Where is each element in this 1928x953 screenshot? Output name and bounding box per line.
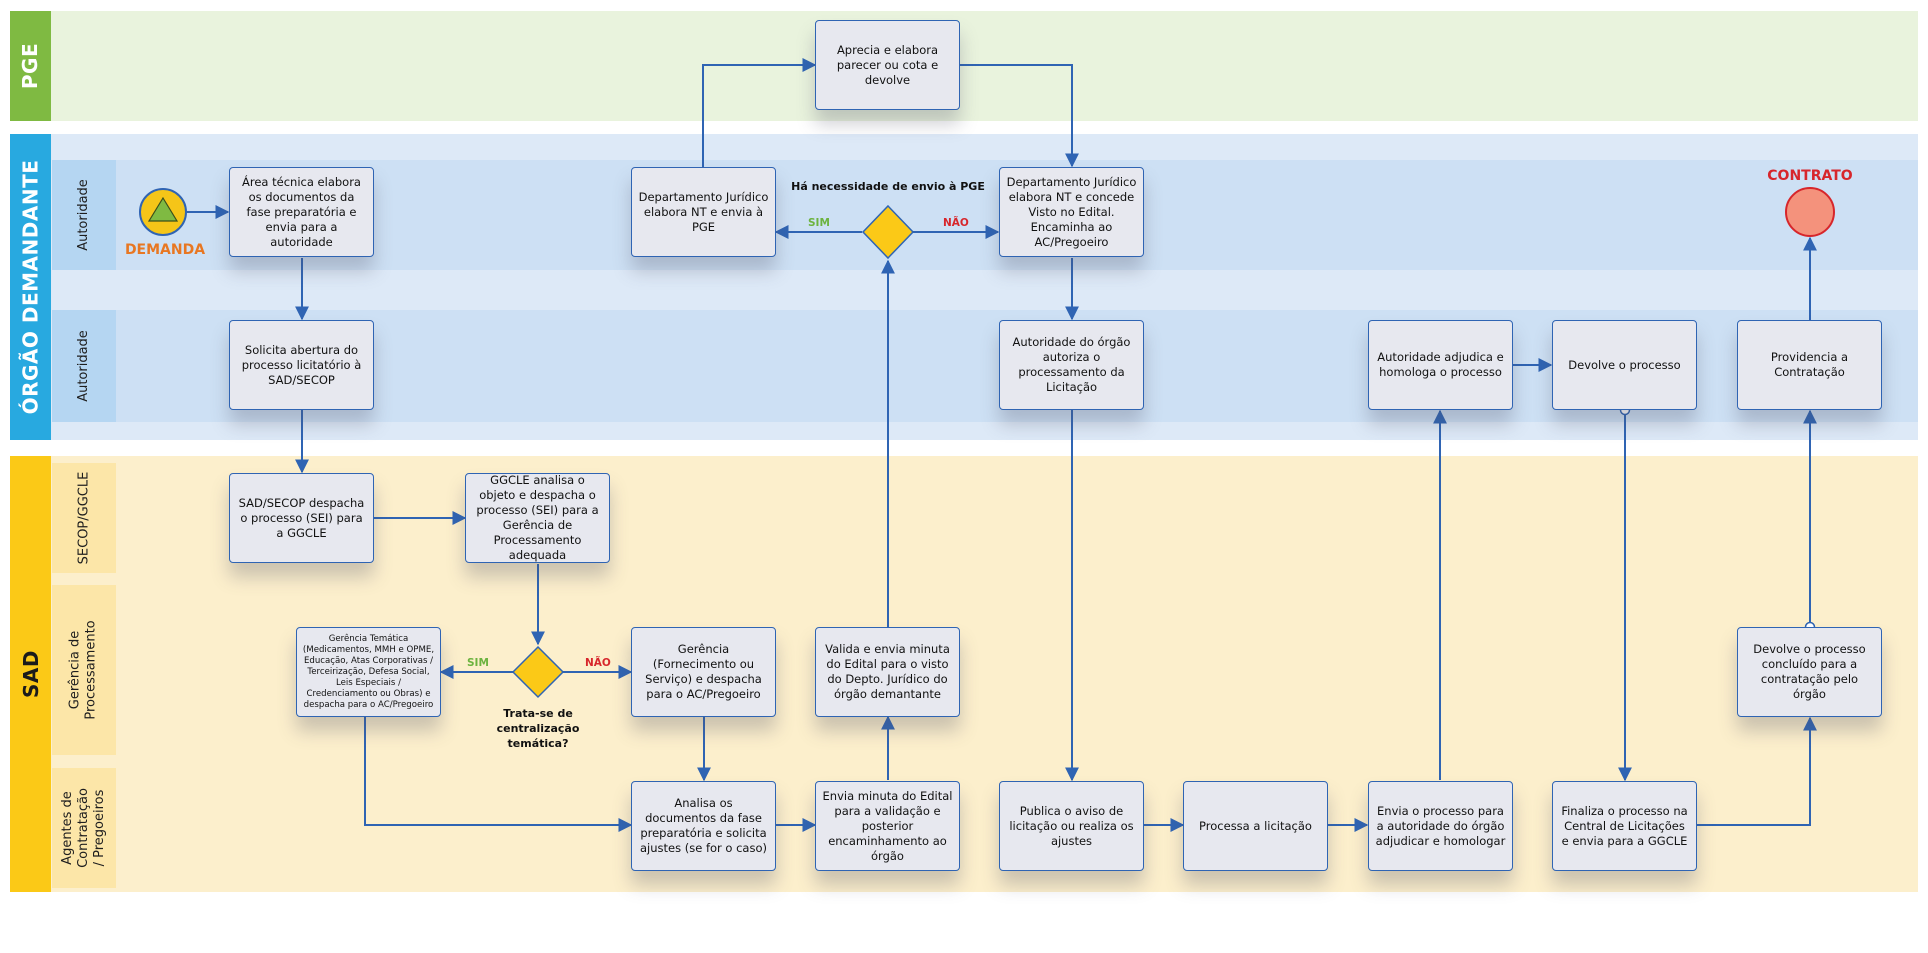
gateway-pge <box>861 204 915 260</box>
task-label: Departamento Jurídico elabora NT e conce… <box>1006 174 1137 249</box>
task-label: Gerência (Fornecimento ou Serviço) e des… <box>645 642 762 701</box>
task-label: Valida e envia minuta do Edital para o v… <box>825 642 950 701</box>
task-label: Solicita abertura do processo licitatóri… <box>241 342 362 387</box>
sad-pool-label: SAD <box>10 456 51 892</box>
start-event-triangle-icon <box>147 196 179 222</box>
task-label: Envia minuta do Edital para a validação … <box>822 788 953 863</box>
task-label: Finaliza o processo na Central de Licita… <box>1561 803 1688 848</box>
task-label: Gerência Temática (Medicamentos, MMH e O… <box>302 633 435 710</box>
task-envia-minuta: Envia minuta do Edital para a validação … <box>815 781 960 871</box>
gateway-pge-question: Há necessidade de envio à PGE <box>791 180 985 193</box>
task-dep-juridico-visto: Departamento Jurídico elabora NT e conce… <box>999 167 1144 257</box>
orgao-pool-label: ÓRGÃO DEMANDANTE <box>10 134 51 440</box>
lane-label-agentes: Agentes de Contratação / Pregoeiros <box>52 768 116 888</box>
task-label: Publica o aviso de licitação ou realiza … <box>1009 803 1134 848</box>
task-gerencia-tematica: Gerência Temática (Medicamentos, MMH e O… <box>296 627 441 717</box>
end-event <box>1785 187 1835 237</box>
gateway-pge-no-label: NÃO <box>943 217 969 229</box>
gateway-pge-yes-label: SIM <box>808 217 830 229</box>
task-autoridade-autoriza: Autoridade do órgão autoriza o processam… <box>999 320 1144 410</box>
task-area-tecnica: Área técnica elabora os documentos da fa… <box>229 167 374 257</box>
end-event-label: CONTRATO <box>1767 168 1853 184</box>
flow-pge-to-dep-juridico-visto <box>960 64 1079 168</box>
task-devolve-concluido: Devolve o processo concluído para a cont… <box>1737 627 1882 717</box>
task-devolve: Devolve o processo <box>1552 320 1697 410</box>
task-analisa-docs: Analisa os documentos da fase preparatór… <box>631 781 776 871</box>
gateway-central-no-label: NÃO <box>585 657 611 669</box>
task-solicita-abertura: Solicita abertura do processo licitatóri… <box>229 320 374 410</box>
task-label: Devolve o processo concluído para a cont… <box>1753 642 1866 701</box>
task-sad-despacha: SAD/SECOP despacha o processo (SEI) para… <box>229 473 374 563</box>
lane-label-gerencia: Gerência de Processamento <box>52 585 116 755</box>
task-label: Processa a licitação <box>1199 818 1312 833</box>
task-dep-juridico-pge: Departamento Jurídico elabora NT e envia… <box>631 167 776 257</box>
gateway-central-question: Trata-se de centralização temática? <box>496 707 580 750</box>
task-label: GGCLE analisa o objeto e despacha o proc… <box>476 473 599 562</box>
task-gerencia-fornecimento: Gerência (Fornecimento ou Serviço) e des… <box>631 627 776 717</box>
start-event-label: DEMANDA <box>124 242 206 258</box>
lane-label-autoridade-1: Autoridade <box>52 160 116 270</box>
flow-tematica-to-analisa <box>364 717 633 832</box>
flow-dep-juridico-to-pge <box>702 58 817 167</box>
task-label: Área técnica elabora os documentos da fa… <box>242 174 361 249</box>
task-processa: Processa a licitação <box>1183 781 1328 871</box>
task-label: Departamento Jurídico elabora NT e envia… <box>638 189 769 234</box>
task-pge-aprecia: Aprecia e elabora parecer ou cota e devo… <box>815 20 960 110</box>
task-label: Analisa os documentos da fase preparatór… <box>639 796 767 855</box>
lane-label-autoridade-2: Autoridade <box>52 310 116 422</box>
task-label: Aprecia e elabora parecer ou cota e devo… <box>836 42 939 87</box>
pge-pool-label: PGE <box>10 11 51 121</box>
task-label: SAD/SECOP despacha o processo (SEI) para… <box>238 495 365 540</box>
task-providencia: Providencia a Contratação <box>1737 320 1882 410</box>
task-adjudica: Autoridade adjudica e homologa o process… <box>1368 320 1513 410</box>
lane-label-secop: SECOP/GGCLE <box>52 463 116 573</box>
flow-finaliza-to-devolve-concluido <box>1697 716 1817 826</box>
task-envia-autoridade: Envia o processo para a autoridade do ór… <box>1368 781 1513 871</box>
task-label: Autoridade do órgão autoriza o processam… <box>1012 335 1131 394</box>
task-ggcle-analisa: GGCLE analisa o objeto e despacha o proc… <box>465 473 610 563</box>
task-label: Providencia a Contratação <box>1770 350 1849 379</box>
task-valida-minuta: Valida e envia minuta do Edital para o v… <box>815 627 960 717</box>
gateway-centralizacao <box>511 645 565 699</box>
task-label: Envia o processo para a autoridade do ór… <box>1375 803 1506 848</box>
gateway-central-yes-label: SIM <box>467 657 489 669</box>
task-finaliza: Finaliza o processo na Central de Licita… <box>1552 781 1697 871</box>
task-publica-aviso: Publica o aviso de licitação ou realiza … <box>999 781 1144 871</box>
task-label: Devolve o processo <box>1568 357 1681 372</box>
task-label: Autoridade adjudica e homologa o process… <box>1377 350 1504 379</box>
